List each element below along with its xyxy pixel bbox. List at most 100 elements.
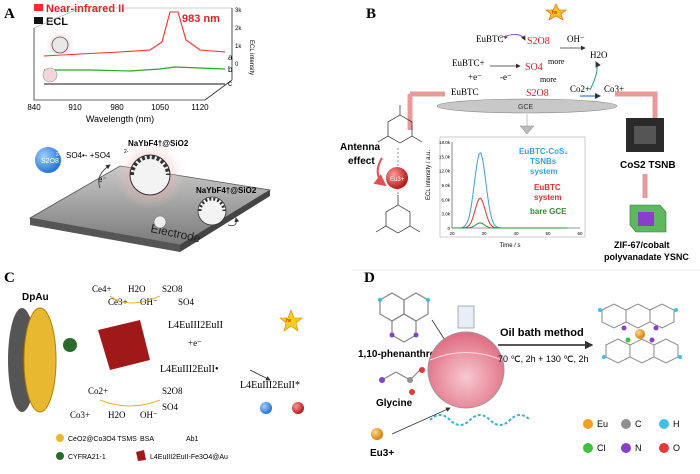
inset-x-tick: 50 [545,231,551,236]
legend-ecl-swatch [34,17,43,24]
l4eu-particle-icon [98,320,150,370]
c-h2o-label: H2O [128,284,146,294]
x-tick: 840 [27,103,41,112]
arrow-cobalt-cycle [589,61,601,91]
l4eu-star-label: L4EuIII2EuII* [240,380,300,391]
dpau-label: DpAu [22,292,49,303]
dpau-electrode-icon [23,307,57,413]
inset-series-2 [452,222,568,229]
zif-label-2: polyvanadate YSNC [604,252,689,262]
inset-y-tick: 0 [447,226,450,231]
ce3-label: Ce3+ [108,297,128,307]
x-tick: 1120 [191,103,209,112]
small-particle-icon [153,215,167,229]
nayb-particle-small-icon [197,196,227,226]
co2-label: Co2+ [88,386,108,396]
phenanthroline-molecule-icon [379,292,429,343]
series-eubtc-label-1: EuBTC [534,183,561,192]
gce-label: GCE [518,104,534,111]
legend-h-swatch [659,419,669,429]
z-tick: 2k [235,26,242,32]
eu-label: Eu3+ [370,448,394,459]
panel-d: D 1,10-phenanthroline Glycine Eu3+ [358,270,682,459]
inset-x-tick: 30 [481,231,487,236]
inset-x-tick: 60 [577,231,583,236]
inset-y-tick: 3.0k [441,212,450,217]
eubtc-star-label: EuBTC* [476,34,509,44]
l4eu-label: L4EuIII2EuII [168,320,223,331]
more1-label: more [548,57,565,66]
inset-ylabel: ECL intensity / a.u. [426,150,432,200]
c-plus-e-label: +e⁻ [188,338,202,348]
c-s2o8-lower-label: S2O8 [162,386,183,396]
peak-label: 983 nm [182,13,220,25]
l4eu-legend-icon [136,450,146,461]
hv-burst-icon [545,3,567,21]
plus-e-label: +e⁻ [468,72,482,82]
core-shell-particle-icon [51,36,69,54]
s2o8-bottom-label: S2O8 [526,88,549,99]
ceo2-legend-icon [56,434,64,442]
ce4-label: Ce4+ [92,284,112,294]
cos2-label: CoS2 TSNB [620,160,676,171]
antenna-label-1: Antenna [340,142,380,153]
eu3-ion-icon [292,402,304,414]
legend-nir-swatch [34,4,43,11]
eu-ion-icon [371,428,383,440]
trace-c-label: c [228,79,232,88]
electron-label: e⁻ [98,175,107,184]
panel-b: B hv EuBTC* EuBTC+ +e⁻ EuBTC S2O8 OH⁻ H2… [340,3,689,262]
arrow-excitation [499,34,526,41]
eu-label: Eu3+ [390,177,405,183]
persulfate-charge: 2- [56,152,61,158]
hv-label: hv [552,10,558,16]
x-tick: 910 [68,103,82,112]
polymer-chain-icon [429,414,531,426]
x-axis-label: Wavelength (nm) [86,114,154,124]
legend-c-label: C [635,419,642,429]
so4-label: SO4 [525,62,543,73]
c-so4-lower-label: SO4 [162,402,179,412]
legend-nir-label: Near-infrared II [46,3,124,15]
inset-x-tick: 40 [513,231,519,236]
c-hv-label: hv [286,318,292,324]
method-label: Oil bath method [500,327,584,339]
x-tick: 980 [110,103,124,112]
more2-label: more [540,75,557,84]
sulfate-products-label: SO4•- +SO4 [66,151,111,160]
legend-eu-swatch [583,419,593,429]
ecl-inset-frame [439,136,586,238]
cyfra-legend-icon [56,452,64,460]
co3-label: Co3+ [70,410,90,420]
persulfate-ball-icon [35,147,61,173]
phen-label: 1,10-phenanthroline [358,349,453,360]
ce-cycle-arrow [109,295,161,304]
z-tick: 0 [235,62,239,68]
zif-label-1: ZIF-67/cobalt [614,240,670,250]
glycine-molecule-icon [381,369,421,381]
series-gce-label: bare GCE [530,207,567,216]
down-arrow-to-inset [519,114,535,135]
legend-ab1: Ab1 [186,436,199,443]
gce-electrode [436,98,618,114]
legend-bsa: BSA [140,436,154,443]
antenna-label-2: effect [348,156,375,167]
h2o-label: H2O [590,50,608,60]
flask-neck [457,305,475,329]
btc-ligand-bottom [375,195,421,234]
persulfate-label: S2O8 [41,158,59,165]
z-tick: 1k [235,44,242,50]
complex-eu-center [635,329,645,339]
btc-ligand-top [377,105,423,144]
legend-o-label: O [673,443,680,453]
c-oh-label: OH⁻ [140,297,158,307]
inset-x-tick: 20 [449,231,455,236]
pink-arrow-right [615,91,658,118]
arrow-to-excited [249,369,271,381]
panel-a-letter: A [4,6,15,22]
silica-shell-icon [130,155,170,176]
